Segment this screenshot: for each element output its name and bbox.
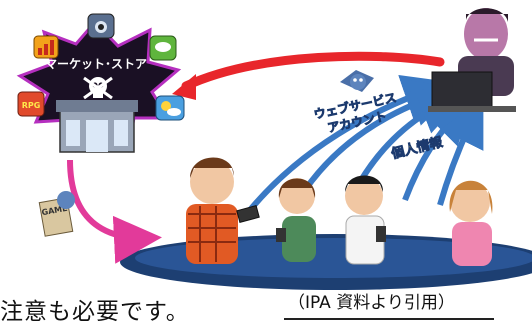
woman-green xyxy=(276,178,316,262)
svg-text:RPG: RPG xyxy=(22,101,41,110)
bottom-caption: 注意も必要です。 xyxy=(0,299,190,325)
rpg-app-icon: RPG xyxy=(17,91,45,117)
skull-icon xyxy=(83,76,113,100)
market-store: マーケット･ストア xyxy=(16,19,182,153)
red-arrow xyxy=(181,51,445,91)
man-with-phone xyxy=(186,157,260,264)
weather-app-icon xyxy=(155,95,185,121)
camera-app-icon xyxy=(87,13,115,39)
flying-creature xyxy=(340,70,374,92)
woman-pink xyxy=(449,180,493,266)
bar-chart-app-icon xyxy=(33,35,59,59)
chat-app-icon xyxy=(149,35,177,61)
game-box-icon: GAME xyxy=(38,191,75,237)
hacker-figure xyxy=(428,8,516,112)
citation-underline xyxy=(284,318,494,320)
citation-text: （IPA 資料より引用） xyxy=(288,293,455,313)
man-white-shirt xyxy=(345,175,386,265)
magenta-arrow xyxy=(67,159,162,264)
store-sign: マーケット･ストア xyxy=(45,57,147,71)
